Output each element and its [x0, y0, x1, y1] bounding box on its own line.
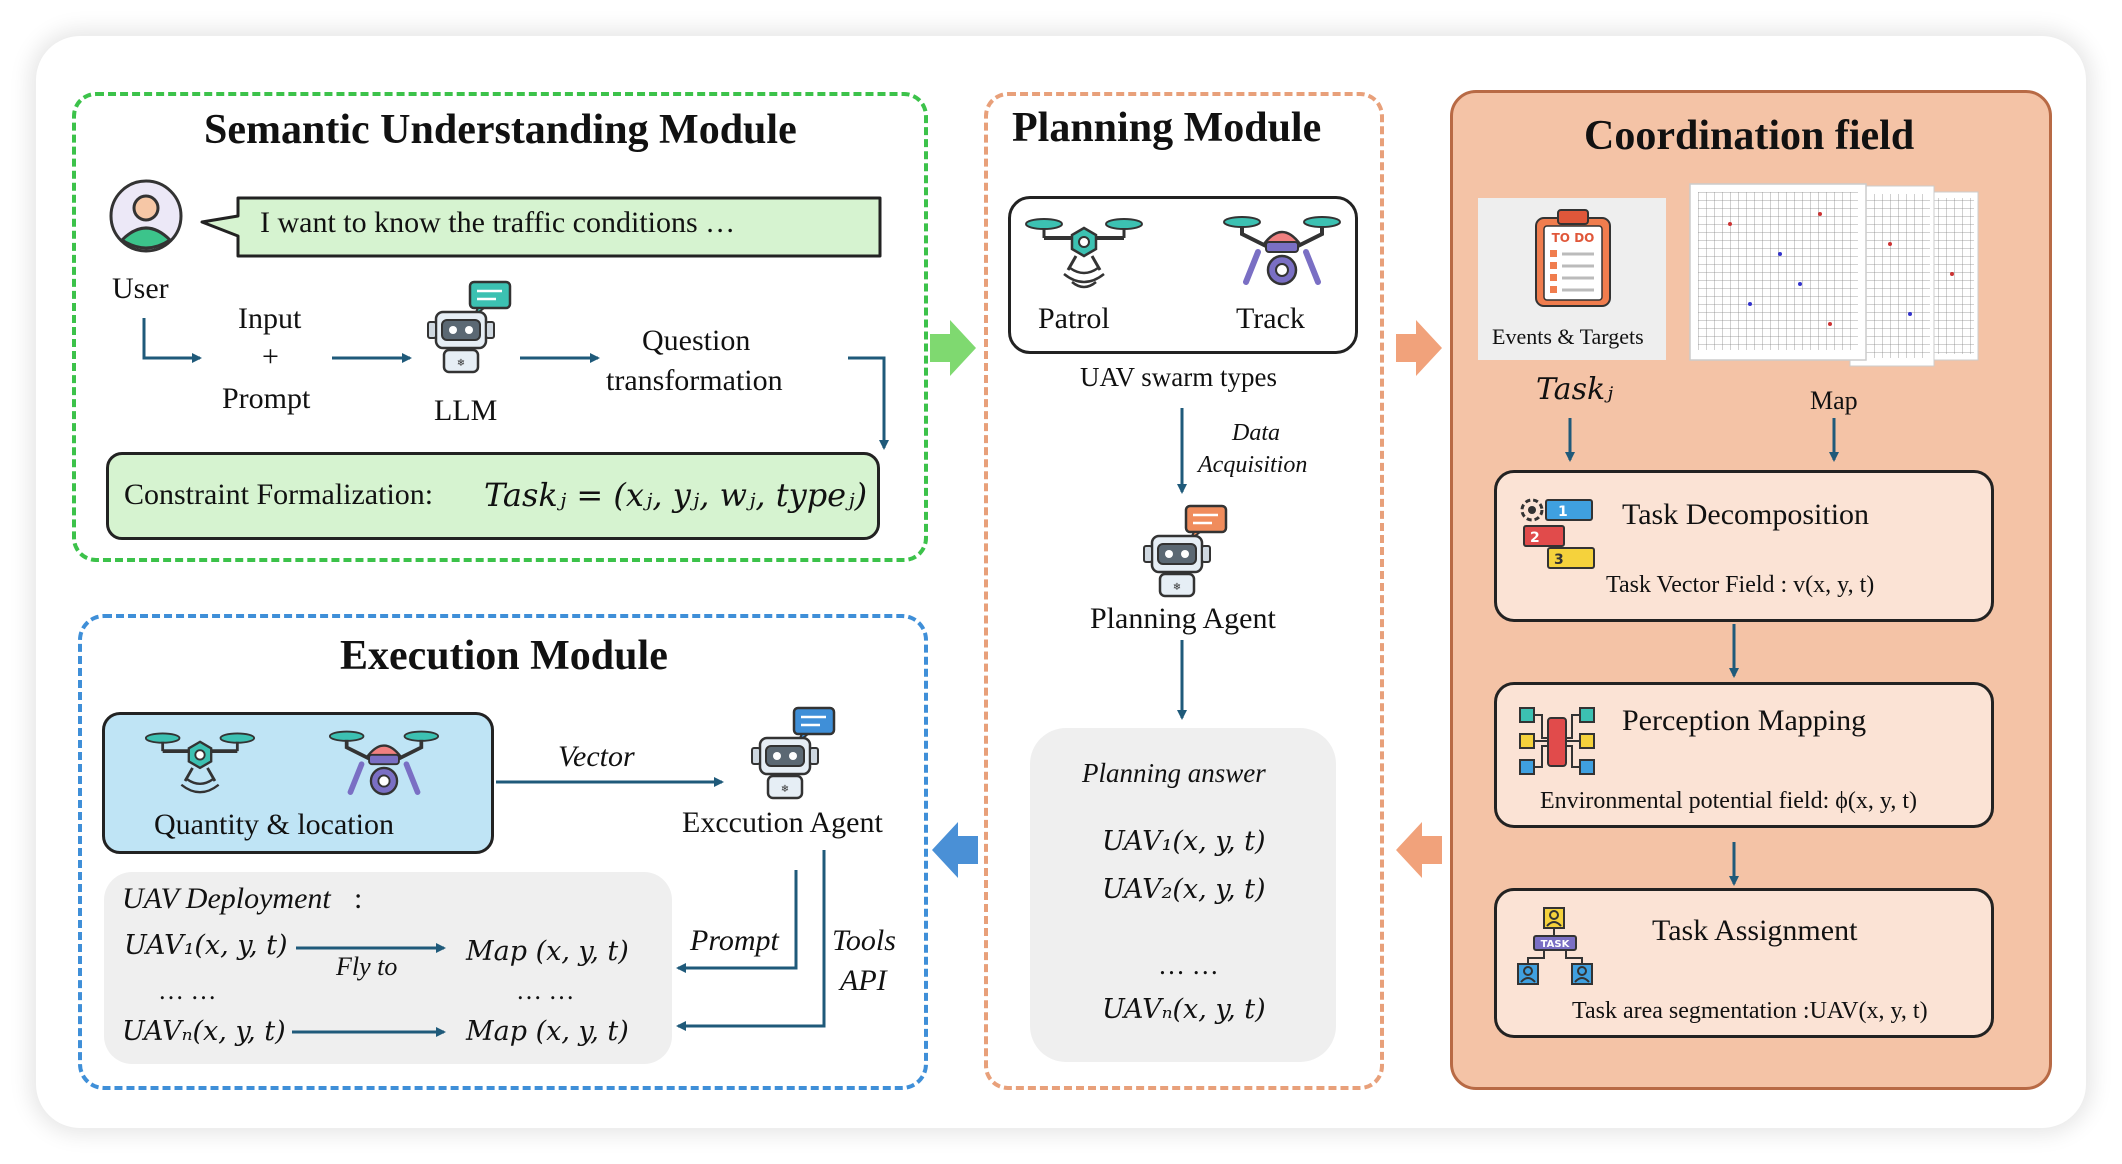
track-label: Track: [1236, 302, 1305, 335]
planning-agent-label: Planning Agent: [1090, 602, 1276, 635]
planning-answer-title: Planning answer: [1082, 758, 1266, 788]
data-label: Data: [1232, 420, 1280, 446]
semantic-module-title: Semantic Understanding Module: [204, 107, 797, 153]
task-decomposition-title: Task Decomposition: [1622, 498, 1870, 531]
patrol-drone-icon: [1025, 218, 1143, 289]
task-j-label: Taskⱼ: [1536, 372, 1614, 407]
events-targets-label: Events & Targets: [1492, 324, 1644, 349]
speech-text: I want to know the traffic conditions …: [260, 206, 736, 239]
transfer-arrow-planning-to-execution: [932, 822, 978, 878]
deployment-colon: :: [354, 882, 363, 915]
perception-mapping-box: [1494, 682, 1994, 828]
user-label: User: [112, 272, 169, 305]
task-badge-text: TASK: [1541, 939, 1571, 950]
quantity-location-label: Quantity & location: [154, 808, 394, 841]
task-decomposition-box: [1494, 470, 1994, 622]
constraint-label: Constraint Formalization:: [124, 478, 434, 511]
api-label: API: [840, 964, 887, 997]
svg-text:❄: ❄: [457, 358, 465, 369]
llm-label: LLM: [434, 394, 498, 427]
planning-answer-dots: … …: [1158, 950, 1219, 980]
input-plus: +: [262, 340, 279, 373]
tools-label: Tools: [832, 924, 896, 957]
svg-text:3: 3: [1554, 552, 1564, 568]
transfer-arrow-coordination-to-planning: [1396, 822, 1442, 878]
map-label: Map: [1810, 386, 1858, 415]
planning-answer-1: UAV₁(x, y, t): [1102, 826, 1266, 857]
coordination-title: Coordination field: [1584, 113, 1915, 159]
deploy-row2-map: Map (x, y, t): [466, 1016, 629, 1047]
perception-mapping-title: Perception Mapping: [1622, 704, 1867, 737]
planning-answer-2: UAV₂(x, y, t): [1102, 874, 1266, 905]
svg-text:2: 2: [1530, 530, 1540, 546]
patrol-label: Patrol: [1038, 302, 1110, 335]
planning-agent-robot-icon: ❄: [1143, 504, 1228, 598]
constraint-formula: Taskⱼ = (xⱼ, yⱼ, wⱼ, typeⱼ): [484, 476, 868, 514]
perception-mapping-sub: Environmental potential field: ϕ(x, y, t…: [1540, 788, 1917, 814]
prompt-label: Prompt: [222, 382, 311, 415]
planning-module-title: Planning Module: [1012, 105, 1322, 151]
task-assignment-sub: Task area segmentation :UAV(x, y, t): [1572, 998, 1928, 1024]
prompt-arrow-label: Prompt: [690, 924, 779, 957]
execution-agent-robot-icon: ❄: [751, 706, 836, 800]
acquisition-label: Acquisition: [1198, 452, 1308, 478]
task-assignment-icon: TASK: [1517, 907, 1593, 985]
track-drone-icon: [1223, 216, 1341, 286]
execution-agent-label: Exccution Agent: [682, 806, 883, 839]
svg-text:1: 1: [1558, 504, 1568, 520]
constraint-box: [106, 452, 880, 540]
llm-robot-icon: ❄: [427, 280, 512, 374]
vector-label: Vector: [558, 740, 635, 773]
deploy-row1-map: Map (x, y, t): [466, 936, 629, 967]
transfer-arrow-planning-to-coordination: [1396, 320, 1442, 376]
todo-clipboard-icon: TO DO: [1535, 209, 1611, 307]
transfer-arrow-semantic-to-planning: [930, 320, 976, 376]
execution-module-title: Execution Module: [340, 633, 668, 679]
user-avatar-icon: [109, 179, 183, 253]
question-label: Question: [642, 324, 751, 357]
planning-module: [984, 92, 1384, 1090]
svg-text:❄: ❄: [1173, 582, 1181, 593]
deploy-dots-right: … …: [516, 976, 575, 1005]
map-stack-image: [1689, 183, 1979, 367]
execution-module: [78, 614, 928, 1090]
input-label: Input: [238, 302, 302, 335]
transformation-label: transformation: [606, 364, 783, 397]
perception-mapping-icon: [1519, 707, 1595, 775]
deployment-title: UAV Deployment: [122, 882, 331, 915]
svg-text:❄: ❄: [781, 784, 789, 795]
execution-patrol-drone-icon: [144, 732, 256, 794]
task-assignment-title: Task Assignment: [1652, 914, 1858, 947]
speech-bubble: [200, 196, 882, 258]
deploy-row1-uav: UAV₁(x, y, t): [124, 930, 288, 961]
planning-answer-n: UAVₙ(x, y, t): [1102, 994, 1266, 1025]
fly-to-label: Fly to: [336, 952, 398, 981]
deploy-dots-left: … …: [158, 976, 217, 1005]
planning-answer-box: [1030, 728, 1336, 1062]
task-decomposition-sub: Task Vector Field : v(x, y, t): [1606, 572, 1875, 598]
todo-text: TO DO: [1552, 231, 1595, 245]
semantic-module: [72, 92, 928, 562]
execution-track-drone-icon: [328, 730, 440, 796]
task-decomposition-icon: 1 2 3: [1520, 498, 1595, 569]
swarm-types-label: UAV swarm types: [1080, 362, 1278, 392]
deploy-row2-uav: UAVₙ(x, y, t): [122, 1016, 286, 1047]
